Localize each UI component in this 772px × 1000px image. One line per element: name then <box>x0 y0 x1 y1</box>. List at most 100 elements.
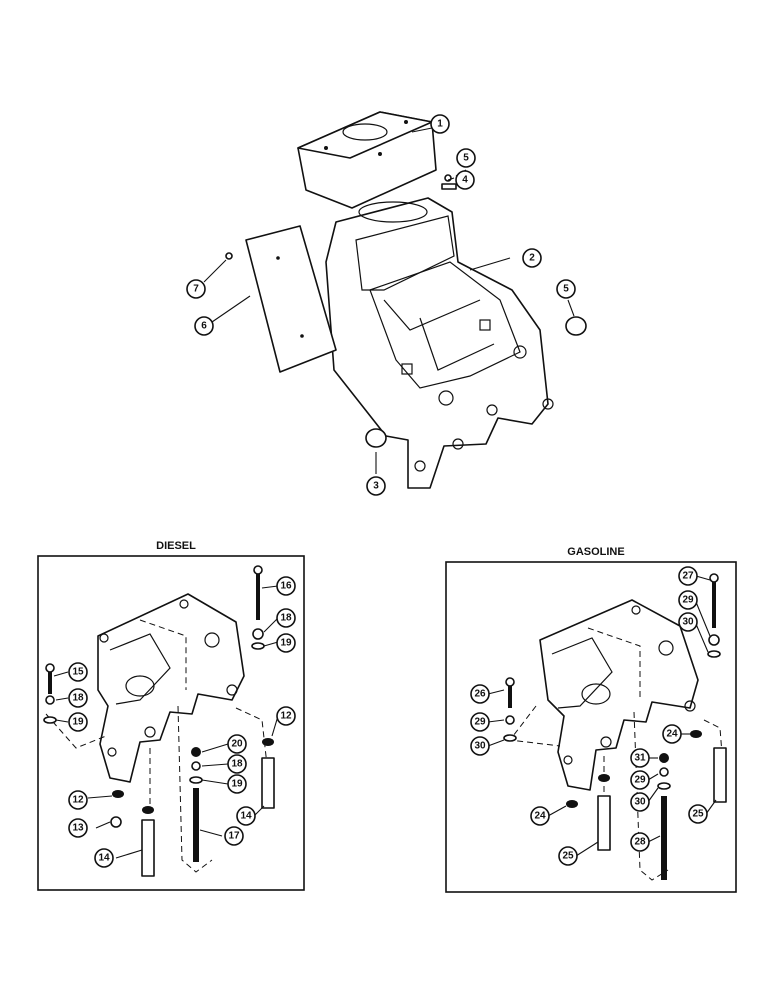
svg-text:30: 30 <box>474 741 486 752</box>
diesel-hidden-lines <box>45 619 269 873</box>
svg-text:1: 1 <box>437 119 443 130</box>
diesel-callout-18c: 18 <box>227 754 247 774</box>
gasoline-callout-30c: 30 <box>630 792 650 812</box>
gasoline-stud-28 <box>661 796 667 880</box>
diesel-callout-12b: 12 <box>68 790 88 810</box>
cover-panel <box>245 225 337 373</box>
svg-text:6: 6 <box>201 321 207 332</box>
svg-text:16: 16 <box>280 581 292 592</box>
callout-3: 3 <box>366 476 386 496</box>
diesel-callout-19a: 19 <box>276 633 296 653</box>
diesel-callout-14a: 14 <box>94 848 114 868</box>
svg-text:20: 20 <box>231 739 243 750</box>
gasoline-bolt-26 <box>503 677 517 742</box>
gasoline-callout-25a: 25 <box>558 846 578 866</box>
callout-5-right: 5 <box>556 279 576 299</box>
svg-text:24: 24 <box>534 811 546 822</box>
diesel-callout-19c: 19 <box>227 774 247 794</box>
svg-text:24: 24 <box>666 729 678 740</box>
diesel-washers-upper <box>251 628 265 650</box>
diesel-callout-13: 13 <box>68 818 88 838</box>
diesel-bolt-15 <box>43 663 57 724</box>
diesel-callout-15: 15 <box>68 662 88 682</box>
diesel-callout-16: 16 <box>276 576 296 596</box>
diesel-callout-12a: 12 <box>276 706 296 726</box>
diesel-sleeve-lower <box>110 790 155 877</box>
gasoline-inset-frame <box>445 561 737 893</box>
svg-text:19: 19 <box>72 717 84 728</box>
svg-text:29: 29 <box>474 717 486 728</box>
gasoline-callout-24b: 24 <box>530 806 550 826</box>
svg-text:2: 2 <box>529 253 535 264</box>
gasoline-callout-26: 26 <box>470 684 490 704</box>
diesel-callout-17: 17 <box>224 826 244 846</box>
gasoline-callout-29a: 29 <box>678 590 698 610</box>
svg-text:19: 19 <box>231 779 243 790</box>
gasoline-sleeve-lower <box>566 774 611 851</box>
support-housing <box>325 197 554 489</box>
callout-6: 6 <box>194 316 214 336</box>
gasoline-sleeve-right <box>690 730 727 803</box>
bushing-right <box>565 316 587 336</box>
svg-text:29: 29 <box>682 595 694 606</box>
diesel-stud-17 <box>193 788 199 862</box>
gasoline-leaders <box>487 575 717 857</box>
svg-text:12: 12 <box>280 711 292 722</box>
svg-text:25: 25 <box>692 809 704 820</box>
svg-text:5: 5 <box>563 284 569 295</box>
callout-2: 2 <box>522 248 542 268</box>
gasoline-nut-stack <box>657 753 671 790</box>
gasoline-callout-29c: 29 <box>630 770 650 790</box>
callout-4: 4 <box>455 170 475 190</box>
gasoline-title: GASOLINE <box>567 546 624 558</box>
svg-text:26: 26 <box>474 689 486 700</box>
svg-text:29: 29 <box>634 775 646 786</box>
callout-5-top: 5 <box>456 148 476 168</box>
gasoline-callout-27: 27 <box>678 566 698 586</box>
diesel-nut-stack <box>189 747 203 784</box>
svg-text:31: 31 <box>634 753 646 764</box>
gasoline-callout-29b: 29 <box>470 712 490 732</box>
svg-text:14: 14 <box>98 853 110 864</box>
diesel-callout-14b: 14 <box>236 806 256 826</box>
svg-text:19: 19 <box>280 638 292 649</box>
svg-text:14: 14 <box>240 811 252 822</box>
svg-text:13: 13 <box>72 823 84 834</box>
svg-text:3: 3 <box>373 481 379 492</box>
svg-text:15: 15 <box>72 667 84 678</box>
svg-text:7: 7 <box>193 284 199 295</box>
diesel-bracket <box>97 593 245 783</box>
diesel-callout-18b: 18 <box>68 688 88 708</box>
svg-text:5: 5 <box>463 153 469 164</box>
gasoline-bolt-27 <box>707 573 721 658</box>
gasoline-bracket <box>539 599 699 791</box>
svg-text:18: 18 <box>280 613 292 624</box>
svg-text:27: 27 <box>682 571 694 582</box>
svg-text:25: 25 <box>562 851 574 862</box>
svg-text:30: 30 <box>634 797 646 808</box>
gasoline-callout-30a: 30 <box>678 612 698 632</box>
svg-text:17: 17 <box>228 831 240 842</box>
callout-7: 7 <box>186 279 206 299</box>
gasoline-callout-30b: 30 <box>470 736 490 756</box>
bushing-bottom <box>365 428 387 448</box>
svg-text:28: 28 <box>634 837 646 848</box>
callout-1: 1 <box>430 114 450 134</box>
gasoline-callout-25b: 25 <box>688 804 708 824</box>
svg-text:12: 12 <box>72 795 84 806</box>
svg-text:18: 18 <box>72 693 84 704</box>
diesel-callout-19b: 19 <box>68 712 88 732</box>
svg-text:18: 18 <box>231 759 243 770</box>
diesel-sleeve-right <box>261 738 275 809</box>
diesel-callout-20: 20 <box>227 734 247 754</box>
screw <box>225 252 233 260</box>
svg-text:4: 4 <box>462 175 468 186</box>
gasoline-callout-24a: 24 <box>662 724 682 744</box>
small-bolt <box>441 174 457 190</box>
diesel-callout-18a: 18 <box>276 608 296 628</box>
gasoline-callout-28: 28 <box>630 832 650 852</box>
diesel-inset-frame <box>37 555 305 891</box>
diesel-leaders <box>53 585 279 859</box>
